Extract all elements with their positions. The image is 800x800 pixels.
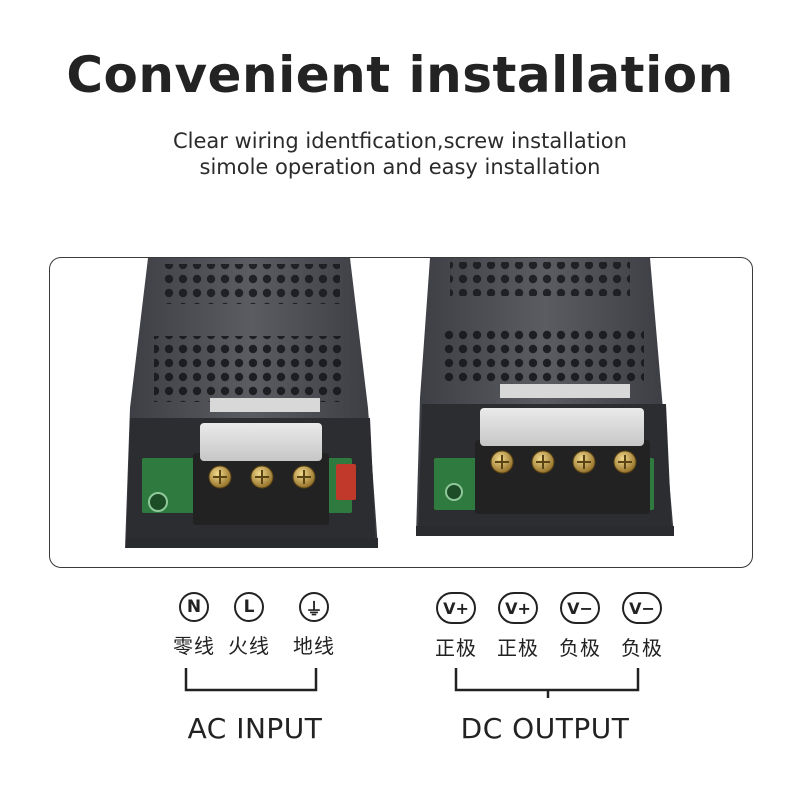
ac-bracket	[184, 668, 318, 692]
terminal-label: 正极	[497, 636, 539, 660]
power-supply-illustration	[125, 258, 674, 548]
ac-terminal-live: L 火线	[204, 592, 294, 659]
subtitle: Clear wiring identfication,screw install…	[0, 128, 800, 180]
dc-terminal-2: V+ 正极	[473, 592, 563, 661]
positive-icon: V+	[498, 592, 538, 624]
ac-terminal-ground: ⏚ 地线	[269, 592, 359, 659]
ground-icon: ⏚	[299, 592, 329, 622]
subtitle-line-2: simole operation and easy installation	[199, 155, 601, 179]
dc-bracket	[454, 668, 640, 698]
ac-power-supply-unit	[125, 258, 378, 548]
dc-power-supply-unit	[416, 258, 674, 536]
terminal-label: 火线	[228, 634, 270, 658]
ac-terminal-neutral: N 零线	[149, 592, 239, 659]
dc-output-label: DC OUTPUT	[460, 712, 630, 745]
terminal-label: 负极	[559, 636, 601, 660]
product-photo	[49, 257, 753, 568]
terminal-label: 负极	[621, 636, 663, 660]
terminal-label: 地线	[293, 634, 335, 658]
subtitle-line-1: Clear wiring identfication,screw install…	[173, 129, 627, 153]
ac-input-label: AC INPUT	[187, 712, 323, 745]
live-icon: L	[234, 592, 264, 622]
terminal-label: 正极	[435, 636, 477, 660]
dc-terminal-1: V+ 正极	[411, 592, 501, 661]
page-title: Convenient installation	[66, 46, 734, 104]
dc-terminal-3: V− 负极	[535, 592, 625, 661]
neutral-icon: N	[179, 592, 209, 622]
negative-icon: V−	[622, 592, 662, 624]
terminal-label: 零线	[173, 634, 215, 658]
positive-icon: V+	[436, 592, 476, 624]
dc-terminal-4: V− 负极	[597, 592, 687, 661]
negative-icon: V−	[560, 592, 600, 624]
